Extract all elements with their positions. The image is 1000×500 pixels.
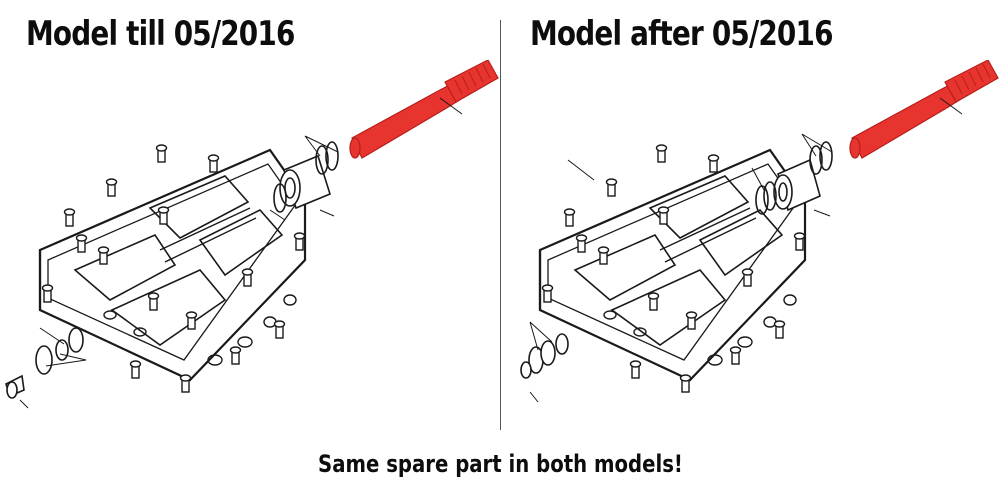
right-callout-lines — [529, 97, 963, 403]
left-outer-bearing-parts — [5, 327, 84, 399]
right-seal-rings — [755, 141, 833, 215]
right-replacement-axle — [849, 60, 999, 159]
right-panel: Model after 05/2016 — [500, 0, 1000, 440]
left-panel: Model till 05/2016 — [0, 0, 500, 440]
left-replacement-axle — [349, 60, 499, 159]
right-heading: Model after 05/2016 — [530, 14, 833, 54]
left-seal-rings — [273, 141, 339, 213]
right-outer-bearing-parts — [520, 333, 569, 379]
panel-divider — [500, 20, 501, 430]
left-exploded-pedal-diagram — [5, 60, 499, 409]
right-bushing — [773, 158, 821, 212]
footer-caption-text: Same spare part in both models! — [317, 450, 683, 478]
left-callout-lines — [19, 97, 463, 409]
right-exploded-pedal-diagram — [520, 60, 999, 403]
left-bushing — [279, 154, 331, 210]
left-pedal-body — [38, 143, 307, 394]
right-pedal-body — [538, 143, 807, 394]
left-heading: Model till 05/2016 — [26, 14, 295, 54]
footer-caption: Same spare part in both models! — [0, 450, 1000, 478]
